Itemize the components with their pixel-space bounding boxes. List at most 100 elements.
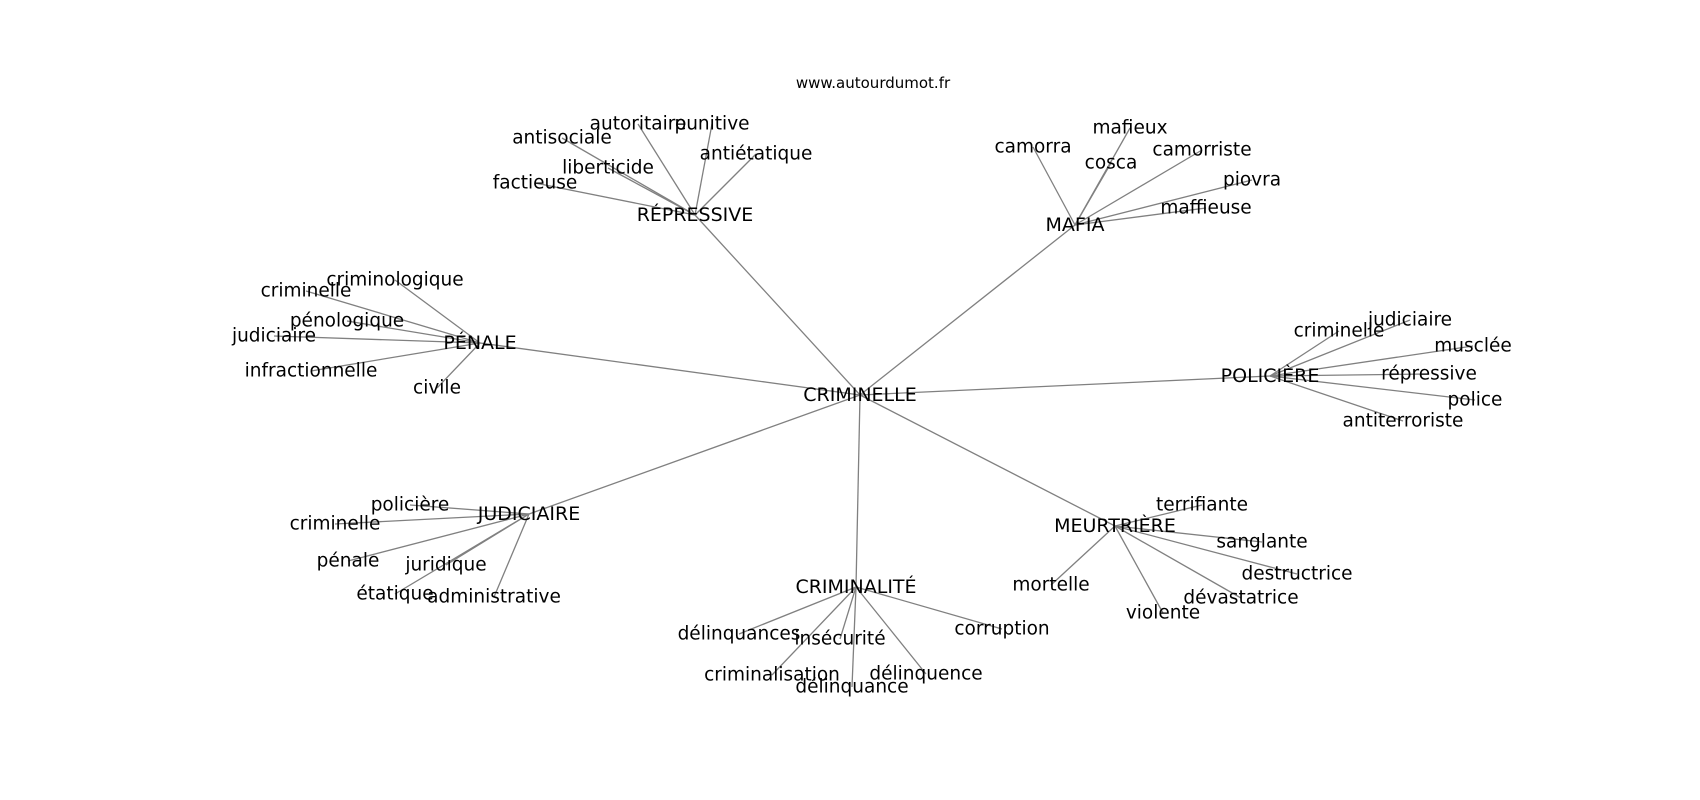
edge-hub-to-leaf — [436, 342, 481, 389]
root-node: CRIMINELLE — [803, 384, 916, 406]
hub-node: MAFIA — [1046, 214, 1105, 236]
leaf-node: camorra — [994, 137, 1071, 158]
edge-hub-to-leaf — [1269, 345, 1474, 377]
edge-hub-to-leaf — [409, 504, 530, 515]
leaf-node: criminelle — [261, 281, 352, 302]
leaf-node: pénologique — [290, 311, 404, 332]
leaf-node: administrative — [427, 587, 561, 608]
leaf-node: antiterroriste — [1343, 411, 1464, 432]
hub-node: JUDICIAIRE — [477, 503, 580, 525]
leaf-node: camorriste — [1152, 140, 1251, 161]
leaf-node: judiciaire — [1367, 310, 1452, 331]
leaf-node: criminalisation — [704, 665, 840, 686]
edge-hub-to-leaf — [561, 137, 696, 216]
leaf-node: juridique — [404, 555, 486, 576]
leaf-node: délinquances — [678, 624, 801, 645]
edge-root-to-hub — [528, 394, 861, 515]
edge-hub-to-leaf — [1269, 330, 1340, 377]
edge-root-to-hub — [859, 394, 1116, 527]
edge-hub-to-leaf — [637, 123, 696, 216]
leaf-node: répressive — [1381, 364, 1477, 385]
leaf-node: maffieuse — [1160, 198, 1251, 219]
leaf-node: délinquance — [795, 677, 908, 698]
edge-hub-to-leaf — [855, 586, 927, 675]
leaf-node: police — [1448, 390, 1503, 411]
edge-hub-to-leaf — [1074, 162, 1112, 226]
leaf-node: infractionnelle — [245, 361, 378, 382]
edge-hub-to-leaf — [347, 513, 530, 562]
leaf-node: civile — [413, 378, 461, 399]
hub-node: PÉNALE — [443, 331, 516, 354]
edge-hub-to-leaf — [1269, 375, 1404, 422]
edge-root-to-hub — [859, 375, 1271, 396]
edge-hub-to-leaf — [851, 586, 857, 688]
edge-root-to-hub — [859, 224, 1076, 396]
edge-hub-to-leaf — [1074, 179, 1253, 226]
hub-node: CRIMINALITÉ — [795, 575, 916, 598]
edge-hub-to-leaf — [394, 279, 481, 344]
leaf-node: pénale — [317, 551, 380, 572]
edge-hub-to-leaf — [305, 290, 481, 344]
edge-hub-to-leaf — [1114, 525, 1263, 543]
graph-edges — [273, 123, 1476, 688]
leaf-node: criminologique — [326, 270, 463, 291]
leaf-node: criminelle — [290, 514, 381, 535]
leaf-node: policière — [371, 495, 450, 516]
edge-hub-to-leaf — [839, 586, 857, 640]
edge-hub-to-leaf — [1269, 319, 1411, 377]
edge-hub-to-leaf — [1032, 146, 1076, 226]
edge-hub-to-leaf — [1074, 207, 1207, 226]
edge-hub-to-leaf — [1114, 525, 1164, 614]
leaf-node: violente — [1126, 603, 1200, 624]
edge-hub-to-leaf — [771, 586, 857, 676]
leaf-node: punitive — [674, 114, 749, 135]
leaf-node: liberticide — [562, 158, 654, 179]
leaf-node: mortelle — [1012, 575, 1089, 596]
leaf-node: insécurité — [794, 629, 885, 650]
edge-hub-to-leaf — [738, 586, 857, 635]
edge-hub-to-leaf — [1114, 525, 1242, 599]
edge-hub-to-leaf — [346, 320, 481, 344]
leaf-node: destructrice — [1241, 564, 1352, 585]
leaf-node: corruption — [954, 619, 1049, 640]
edge-root-to-hub — [479, 342, 861, 396]
edge-hub-to-leaf — [394, 513, 530, 595]
hub-node: POLICIÈRE — [1221, 364, 1320, 387]
leaf-node: délinquence — [869, 664, 982, 685]
edge-root-to-hub — [694, 214, 861, 396]
leaf-node: antiétatique — [700, 144, 813, 165]
edge-hub-to-leaf — [1050, 525, 1116, 586]
leaf-node: judiciaire — [231, 326, 316, 347]
edge-hub-to-leaf — [1114, 525, 1298, 575]
edge-hub-to-leaf — [607, 167, 696, 216]
edge-hub-to-leaf — [1269, 373, 1430, 377]
edge-hub-to-leaf — [1269, 375, 1476, 401]
edge-hub-to-leaf — [694, 123, 713, 216]
leaf-node: dévastatrice — [1183, 588, 1298, 609]
edge-hub-to-leaf — [855, 586, 1003, 630]
edge-root-to-hub — [855, 394, 861, 588]
leaf-node: autoritaire — [590, 114, 687, 135]
leaf-node: sanglante — [1216, 532, 1307, 553]
leaf-node: terrifiante — [1156, 495, 1248, 516]
edge-hub-to-leaf — [1074, 149, 1203, 226]
leaf-node: musclée — [1434, 336, 1511, 357]
edge-hub-to-leaf — [273, 335, 481, 344]
leaf-node: étatique — [356, 584, 433, 605]
edge-hub-to-leaf — [1114, 504, 1203, 527]
leaf-node: factieuse — [493, 173, 578, 194]
source-credit: www.autourdumot.fr — [796, 74, 951, 92]
edge-hub-to-leaf — [493, 513, 530, 598]
hub-node: RÉPRESSIVE — [637, 203, 754, 226]
leaf-node: mafieux — [1092, 118, 1167, 139]
leaf-node: antisociale — [512, 128, 612, 149]
leaf-node: piovra — [1223, 170, 1281, 191]
leaf-node: cosca — [1085, 153, 1138, 174]
hub-node: MEURTRIÈRE — [1054, 514, 1176, 537]
edge-hub-to-leaf — [310, 342, 481, 372]
edge-hub-to-leaf — [694, 153, 757, 216]
edge-hub-to-leaf — [334, 513, 530, 525]
